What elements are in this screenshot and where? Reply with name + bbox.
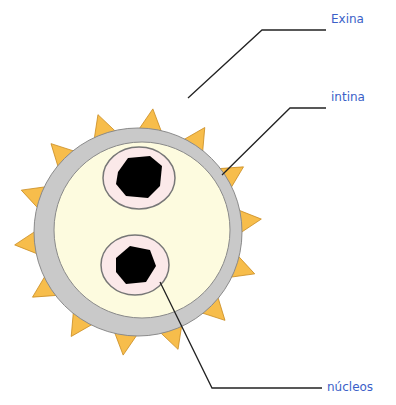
nucleus-envelope <box>103 147 175 209</box>
leader-line <box>222 108 326 175</box>
nucleus <box>116 246 156 284</box>
nucleus <box>116 156 162 198</box>
leader-line <box>188 30 326 98</box>
part-label: núcleos <box>326 380 374 394</box>
leader-line <box>160 282 322 388</box>
part-label: intina <box>330 90 366 104</box>
intine-cytoplasm <box>54 142 230 318</box>
exine-spikes <box>15 109 262 355</box>
nucleus-envelope <box>101 235 169 295</box>
exine-ring <box>34 128 242 336</box>
part-label: Exina <box>330 12 365 26</box>
